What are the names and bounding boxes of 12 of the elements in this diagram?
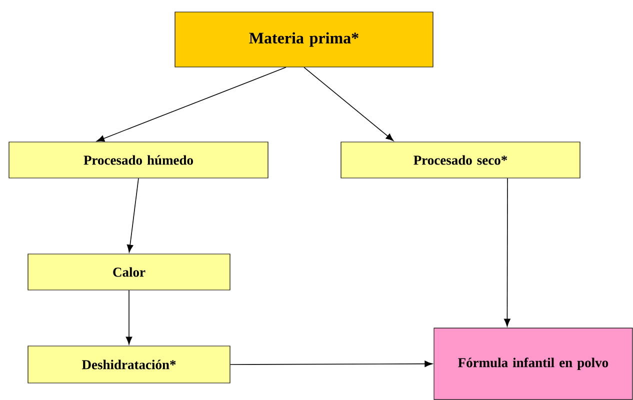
process-box: Procesado húmedo	[8, 142, 268, 178]
arrow	[230, 360, 432, 368]
arrow	[96, 66, 286, 142]
process-box: Procesado seco*	[340, 142, 580, 178]
process-box: Deshidratación*	[28, 346, 230, 384]
arrow	[126, 178, 139, 253]
product-box: Fórmula infantil en polvo	[434, 328, 633, 400]
arrow	[504, 178, 510, 327]
arrow	[304, 66, 394, 142]
source-box: Materia prima*	[174, 12, 434, 68]
process-box: Calor	[28, 254, 230, 290]
arrow	[126, 290, 132, 344]
